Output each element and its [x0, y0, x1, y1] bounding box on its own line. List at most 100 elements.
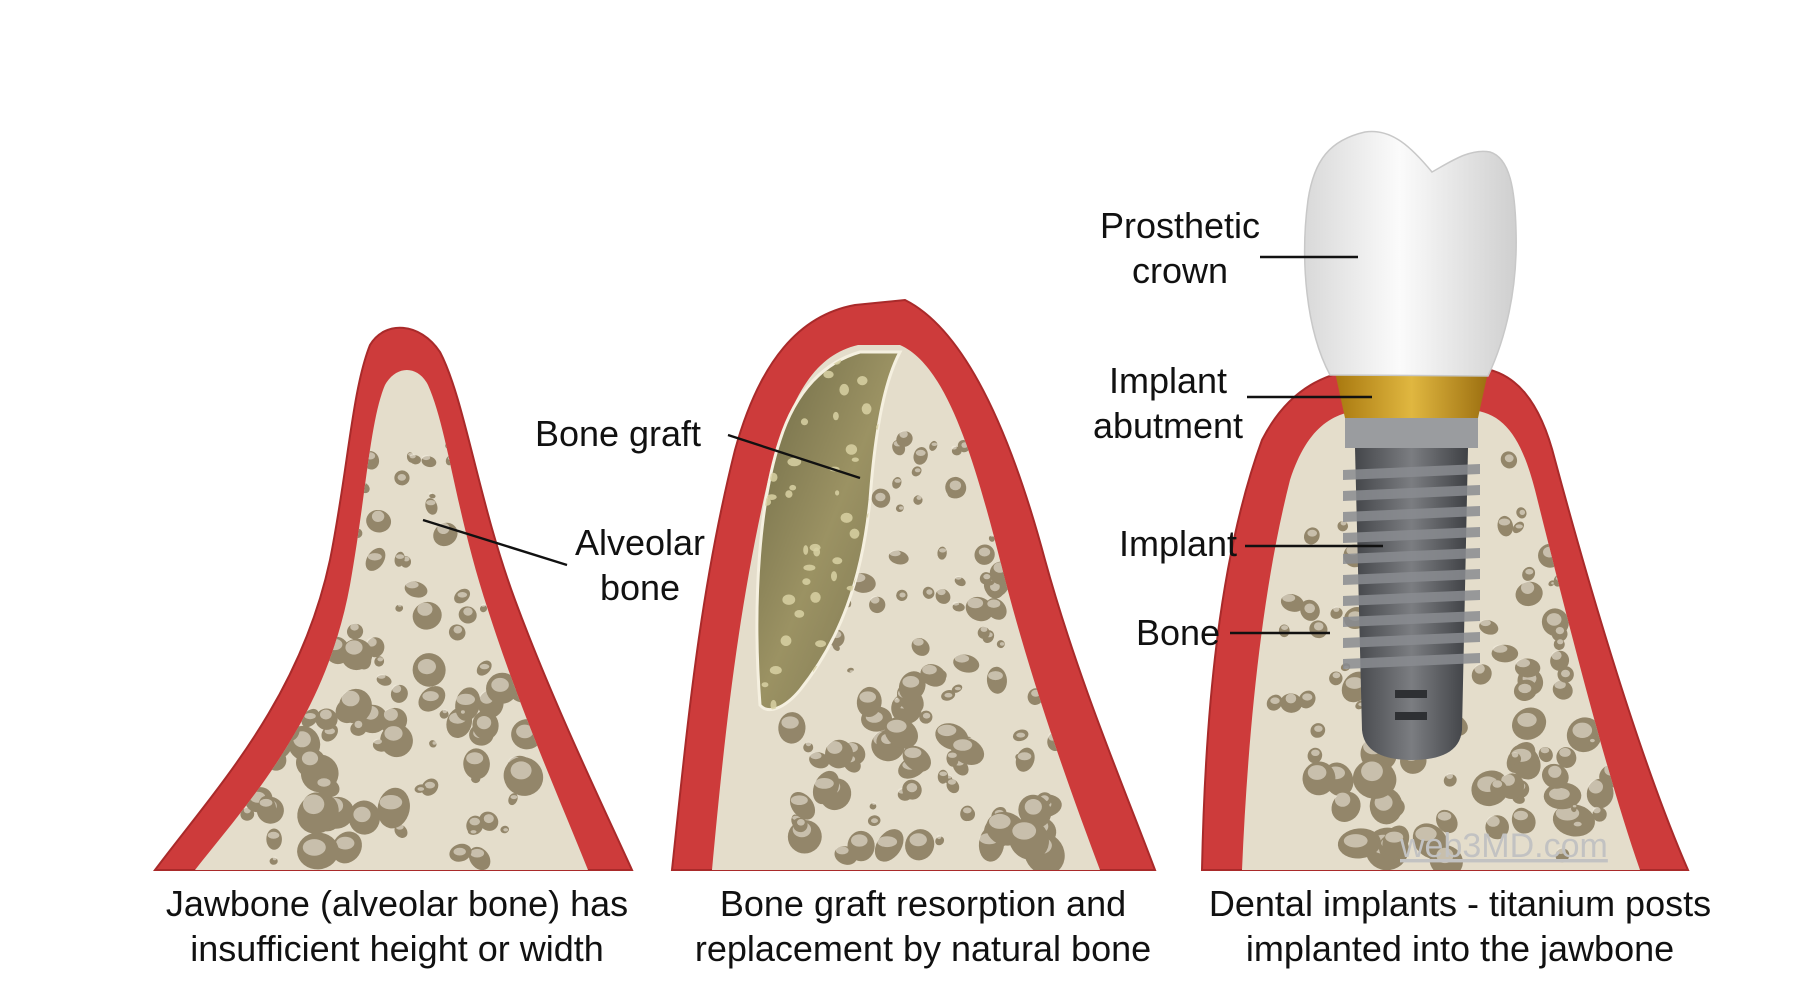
- graft-granule: [835, 490, 840, 496]
- bone-pore-highlight: [246, 504, 257, 510]
- bone-pore-highlight: [260, 538, 270, 547]
- bone-pore: [429, 493, 436, 499]
- bone-pore-highlight: [296, 520, 301, 523]
- bone-pore-highlight: [980, 626, 988, 632]
- graft-granule: [789, 484, 797, 491]
- bone-graft: [755, 350, 903, 711]
- bone-pore-highlight: [944, 692, 953, 698]
- bone-pore-highlight: [953, 739, 973, 751]
- bone-pore-highlight: [466, 752, 484, 765]
- bone-pore-highlight: [320, 709, 332, 720]
- bone-pore-highlight: [1012, 822, 1037, 840]
- implant-post: [1343, 418, 1480, 760]
- bone-pore-highlight: [234, 569, 243, 577]
- bone-pore-highlight: [902, 676, 920, 688]
- bone-pore-highlight: [1546, 613, 1562, 626]
- bone-pore: [240, 807, 255, 821]
- graft-granule: [831, 571, 837, 582]
- bone-pore-highlight: [1521, 581, 1535, 594]
- bone-pore-highlight: [353, 806, 371, 823]
- bone-pore: [1330, 607, 1343, 619]
- bone-pore-highlight: [269, 531, 278, 537]
- bone-pore-highlight: [1346, 545, 1359, 556]
- bone-pore-highlight: [1602, 466, 1611, 473]
- bone-pore-highlight: [886, 719, 907, 733]
- bone-pore-highlight: [456, 693, 476, 706]
- text-line: abutment: [1093, 405, 1243, 446]
- bone-pore-highlight: [1515, 524, 1523, 529]
- watermark: web3MD.com: [1399, 827, 1608, 865]
- bone-pore-highlight: [318, 567, 324, 572]
- bone-pore-highlight: [302, 794, 325, 815]
- bone-pore-highlight: [899, 592, 906, 598]
- bone-pore: [1590, 509, 1606, 524]
- bone-pore-highlight: [1385, 831, 1404, 843]
- bone-pore-highlight: [510, 761, 532, 780]
- bone-pore-highlight: [426, 500, 436, 506]
- bone-pore-highlight: [1307, 529, 1317, 537]
- bone-pore-highlight: [255, 545, 263, 552]
- bone-pore-highlight: [516, 724, 534, 739]
- bone-pore-highlight: [256, 556, 260, 559]
- bone-pore: [523, 489, 534, 501]
- prosthetic-crown: [1303, 130, 1517, 377]
- graft-granule: [823, 370, 834, 379]
- graft-granule: [861, 403, 872, 415]
- bone-pore-highlight: [989, 813, 1011, 829]
- bone-pore-highlight: [290, 514, 303, 523]
- bone-pore-highlight: [988, 671, 1003, 681]
- graft-granule: [787, 457, 802, 467]
- bone-pore-highlight: [271, 539, 285, 550]
- bone-pore-highlight: [1513, 810, 1529, 821]
- bone-pore-highlight: [336, 836, 355, 850]
- bone-pore-highlight: [1585, 476, 1591, 481]
- bone-pore: [315, 566, 324, 576]
- bone-pore-highlight: [952, 601, 960, 606]
- bone-pore: [278, 572, 301, 598]
- bone-pore-highlight: [392, 684, 402, 693]
- graft-granule: [832, 557, 843, 565]
- bone-pore: [1563, 458, 1581, 476]
- bone-pore-highlight: [1566, 458, 1577, 467]
- bone-pore-highlight: [1504, 454, 1514, 463]
- bone-pore-highlight: [274, 590, 285, 599]
- bone-pore-highlight: [417, 659, 436, 675]
- bone-pore-highlight: [936, 834, 942, 840]
- bone-pore-highlight: [377, 674, 386, 679]
- bone-pore-highlight: [872, 802, 876, 805]
- bone-pore-highlight: [904, 747, 922, 758]
- bone-pore-highlight: [354, 720, 363, 729]
- bone-pore-highlight: [1498, 518, 1511, 526]
- bone-pore-highlight: [849, 670, 854, 673]
- bone-pore-highlight: [1590, 738, 1595, 743]
- bone-pore-highlight: [302, 839, 326, 856]
- bone-pore-highlight: [526, 509, 535, 517]
- bone-pore-highlight: [317, 778, 331, 787]
- bone-pore-highlight: [251, 625, 260, 631]
- implant-thread: [1343, 464, 1480, 480]
- graft-granule: [794, 610, 805, 618]
- bone-pore-highlight: [272, 856, 277, 861]
- bone-pore-highlight: [253, 613, 262, 620]
- bone-pore: [238, 467, 253, 482]
- bone-pore-highlight: [899, 506, 904, 510]
- bone-pore-highlight: [937, 724, 957, 737]
- bone-pore: [1576, 465, 1594, 482]
- bone-pore-highlight: [1511, 752, 1519, 758]
- graft-granule: [802, 578, 811, 585]
- bone-pore-highlight: [377, 657, 384, 662]
- bone-pore-highlight: [954, 686, 962, 691]
- graft-granule: [833, 411, 839, 421]
- bone-pore-highlight: [267, 831, 280, 839]
- bone-pore-highlight: [870, 596, 880, 604]
- bone-pore-highlight: [1270, 697, 1280, 704]
- text-line: Bone: [1136, 612, 1220, 653]
- bone-pore-highlight: [405, 581, 419, 589]
- bone-pore-highlight: [1561, 669, 1570, 678]
- bone-pore: [515, 507, 534, 528]
- bone-pore-highlight: [1041, 518, 1049, 523]
